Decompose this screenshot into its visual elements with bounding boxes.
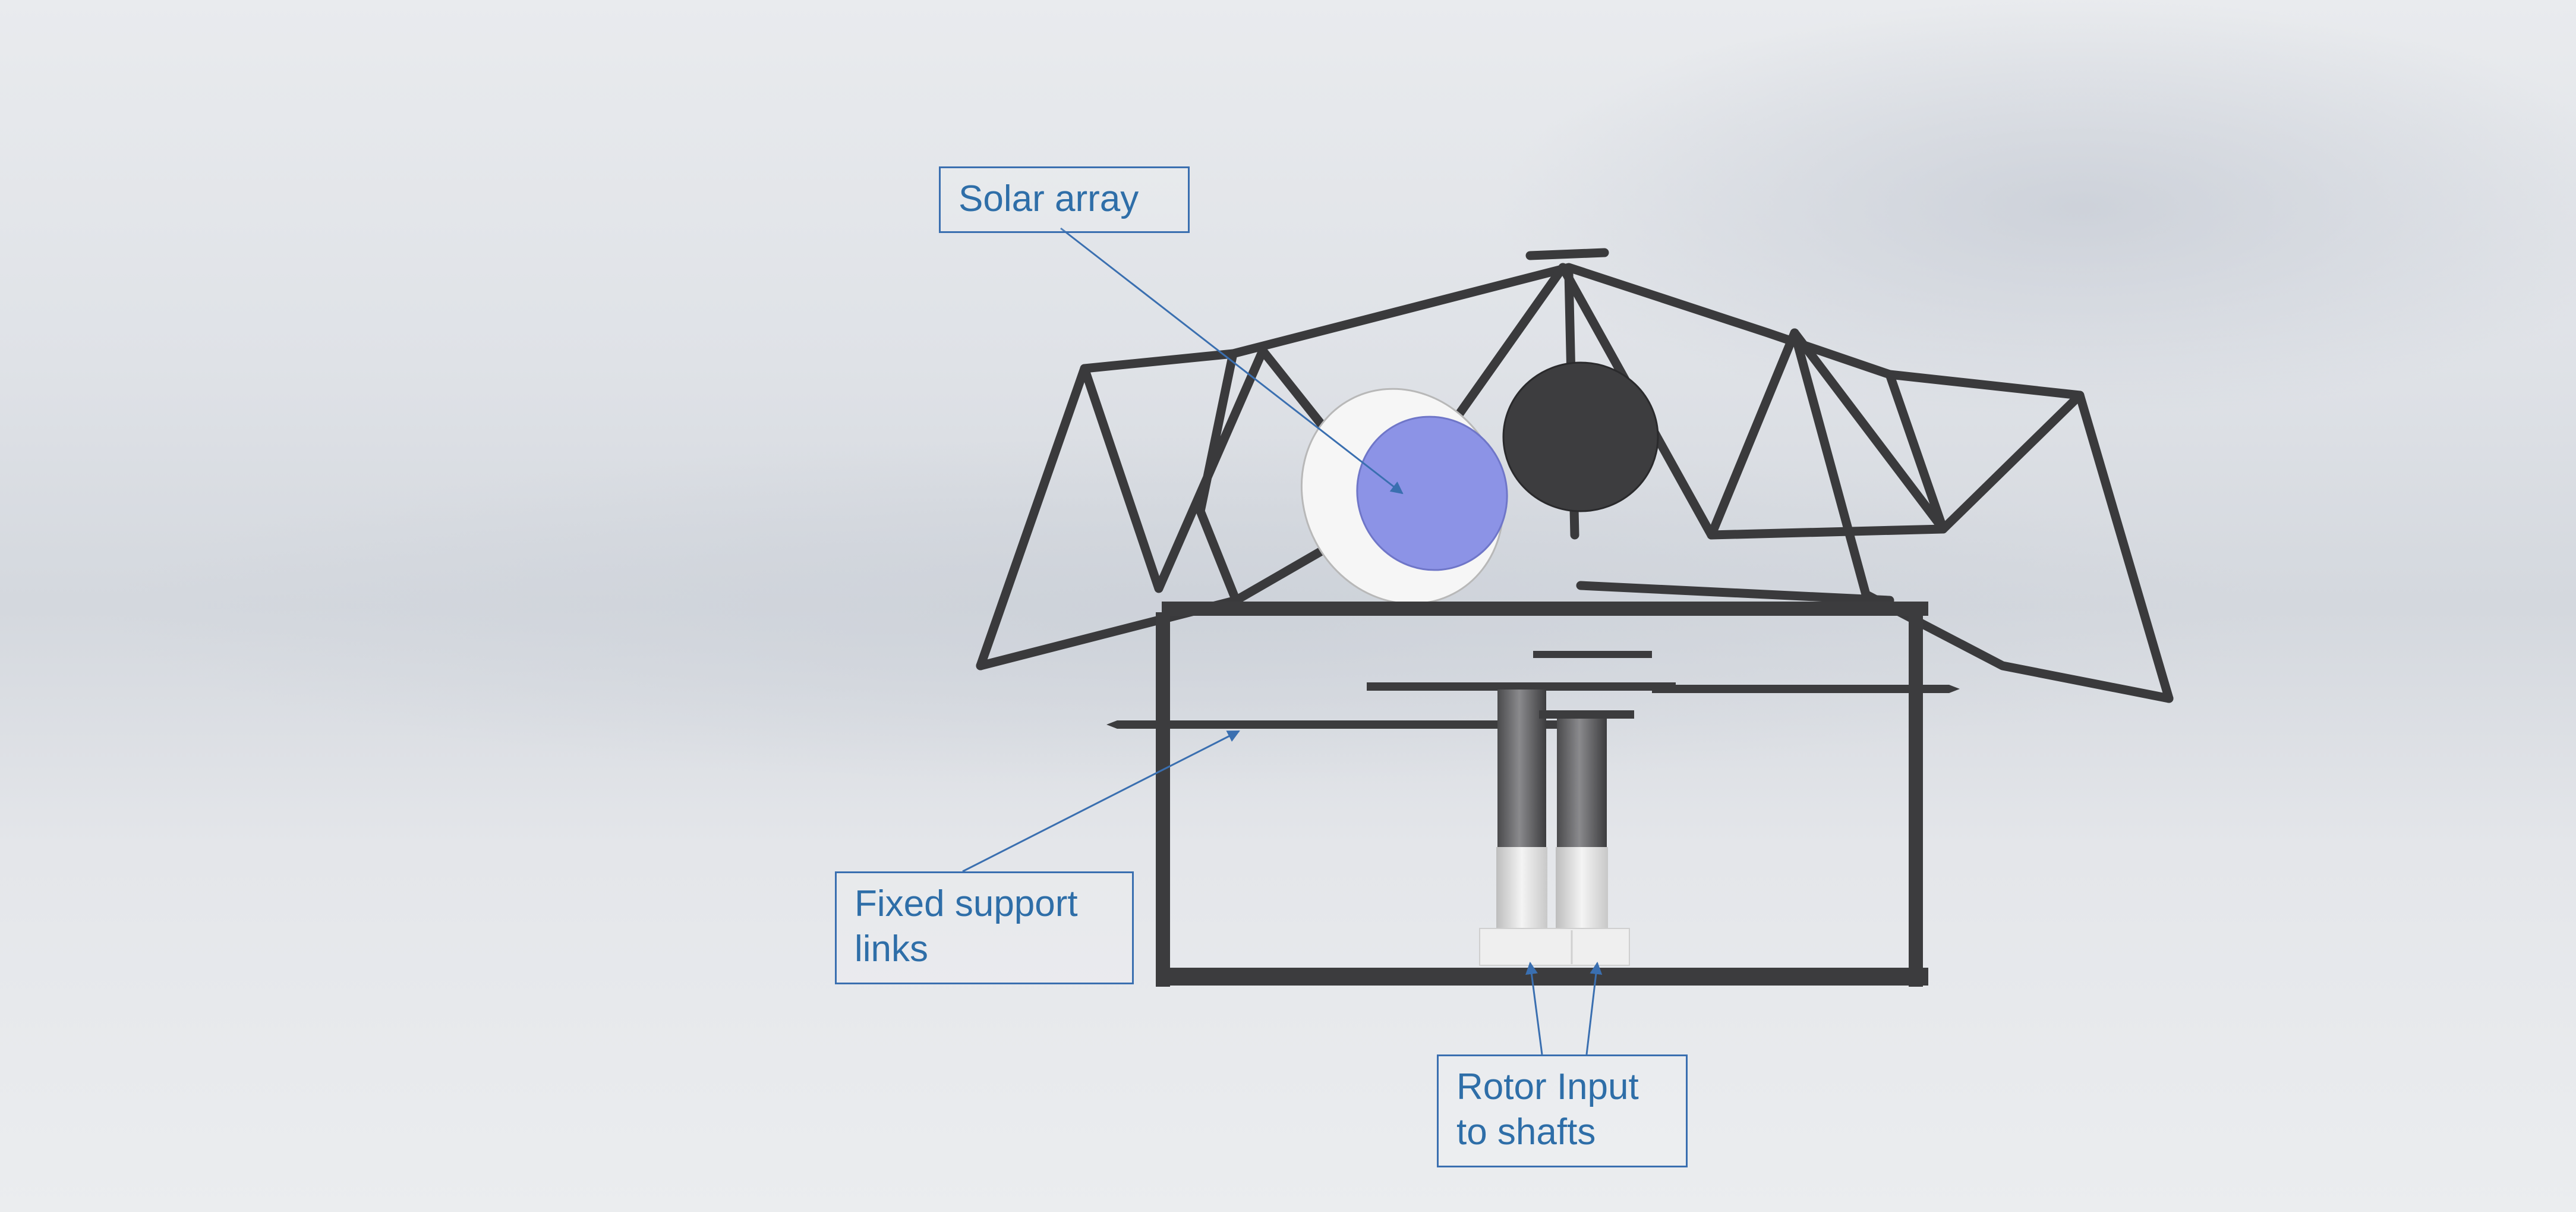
base-frame [1106, 602, 1960, 987]
fixed-support-leader [962, 730, 1240, 873]
solar-array-callout: Solar array [939, 166, 1190, 233]
rotor-shafts [1479, 690, 1634, 966]
rotor-leader-left [1525, 961, 1543, 1055]
dark-disc [1502, 361, 1659, 512]
fixed-support-links-callout: Fixed support links [835, 871, 1134, 984]
solar-leader [1060, 227, 1404, 495]
solar-panel [1300, 388, 1508, 605]
leader-lines [962, 227, 1603, 1055]
rotor-input-callout: Rotor Input to shafts [1437, 1054, 1688, 1167]
rotor-leader-right [1585, 961, 1603, 1055]
